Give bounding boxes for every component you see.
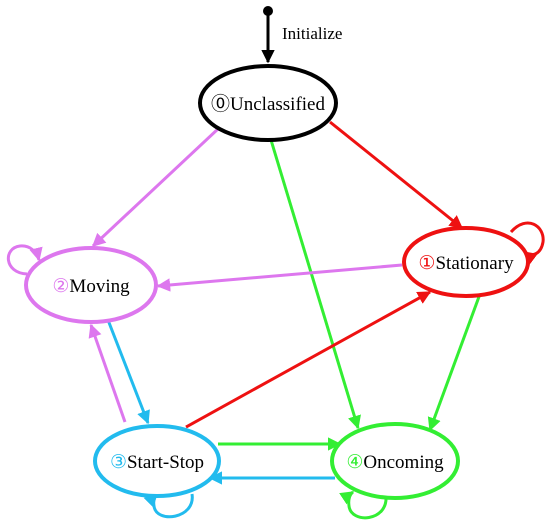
edge-unclassified-to-oncoming: [269, 139, 361, 430]
state-stationary: ①Stationary: [402, 226, 530, 298]
state-unclassified-name: Unclassified: [230, 94, 325, 115]
state-stationary-label: ①Stationary: [418, 253, 514, 274]
state-oncoming-name: Oncoming: [363, 452, 444, 473]
state-unclassified-shape: [198, 64, 338, 142]
state-stationary-name: Stationary: [435, 253, 514, 274]
initial-state-dot: [263, 6, 273, 16]
state-startstop-shape: [93, 424, 221, 498]
edge-unclassified-to-moving: [91, 126, 221, 248]
edge-stationary-to-moving: [156, 263, 403, 292]
edge-moving-to-startstop: [106, 319, 150, 425]
state-stationary-shape: [402, 226, 530, 298]
state-oncoming: ④Oncoming: [330, 422, 460, 500]
edge-stationary-to-oncoming: [427, 293, 482, 432]
state-oncoming-label: ④Oncoming: [346, 452, 444, 473]
edge-oncoming-self-loop: [339, 490, 388, 520]
state-moving-name: Moving: [69, 276, 130, 297]
edge-stationary-self-loop: [509, 221, 545, 265]
state-unclassified: ⓪Unclassified: [198, 64, 338, 142]
initialize-label: Initialize: [282, 24, 342, 43]
state-unclassified-number: ⓪: [211, 93, 230, 115]
edge-startstop-to-moving: [88, 323, 127, 423]
state-moving-shape: [24, 246, 158, 324]
state-moving-number: ②: [52, 276, 69, 297]
edge-startstop-to-stationary: [185, 290, 432, 429]
state-startstop: ③Start-Stop: [93, 424, 221, 498]
state-moving-label: ②Moving: [52, 276, 130, 297]
state-startstop-name: Start-Stop: [127, 452, 204, 473]
edge-unclassified-to-stationary: [329, 120, 464, 230]
state-oncoming-shape: [330, 422, 460, 500]
state-startstop-number: ③: [110, 452, 127, 473]
state-stationary-number: ①: [418, 253, 435, 274]
state-startstop-label: ③Start-Stop: [110, 452, 204, 473]
state-unclassified-label: ⓪Unclassified: [211, 93, 325, 115]
edge-moving-self-loop: [6, 244, 43, 276]
state-moving: ②Moving: [24, 246, 158, 324]
state-oncoming-number: ④: [346, 452, 363, 473]
